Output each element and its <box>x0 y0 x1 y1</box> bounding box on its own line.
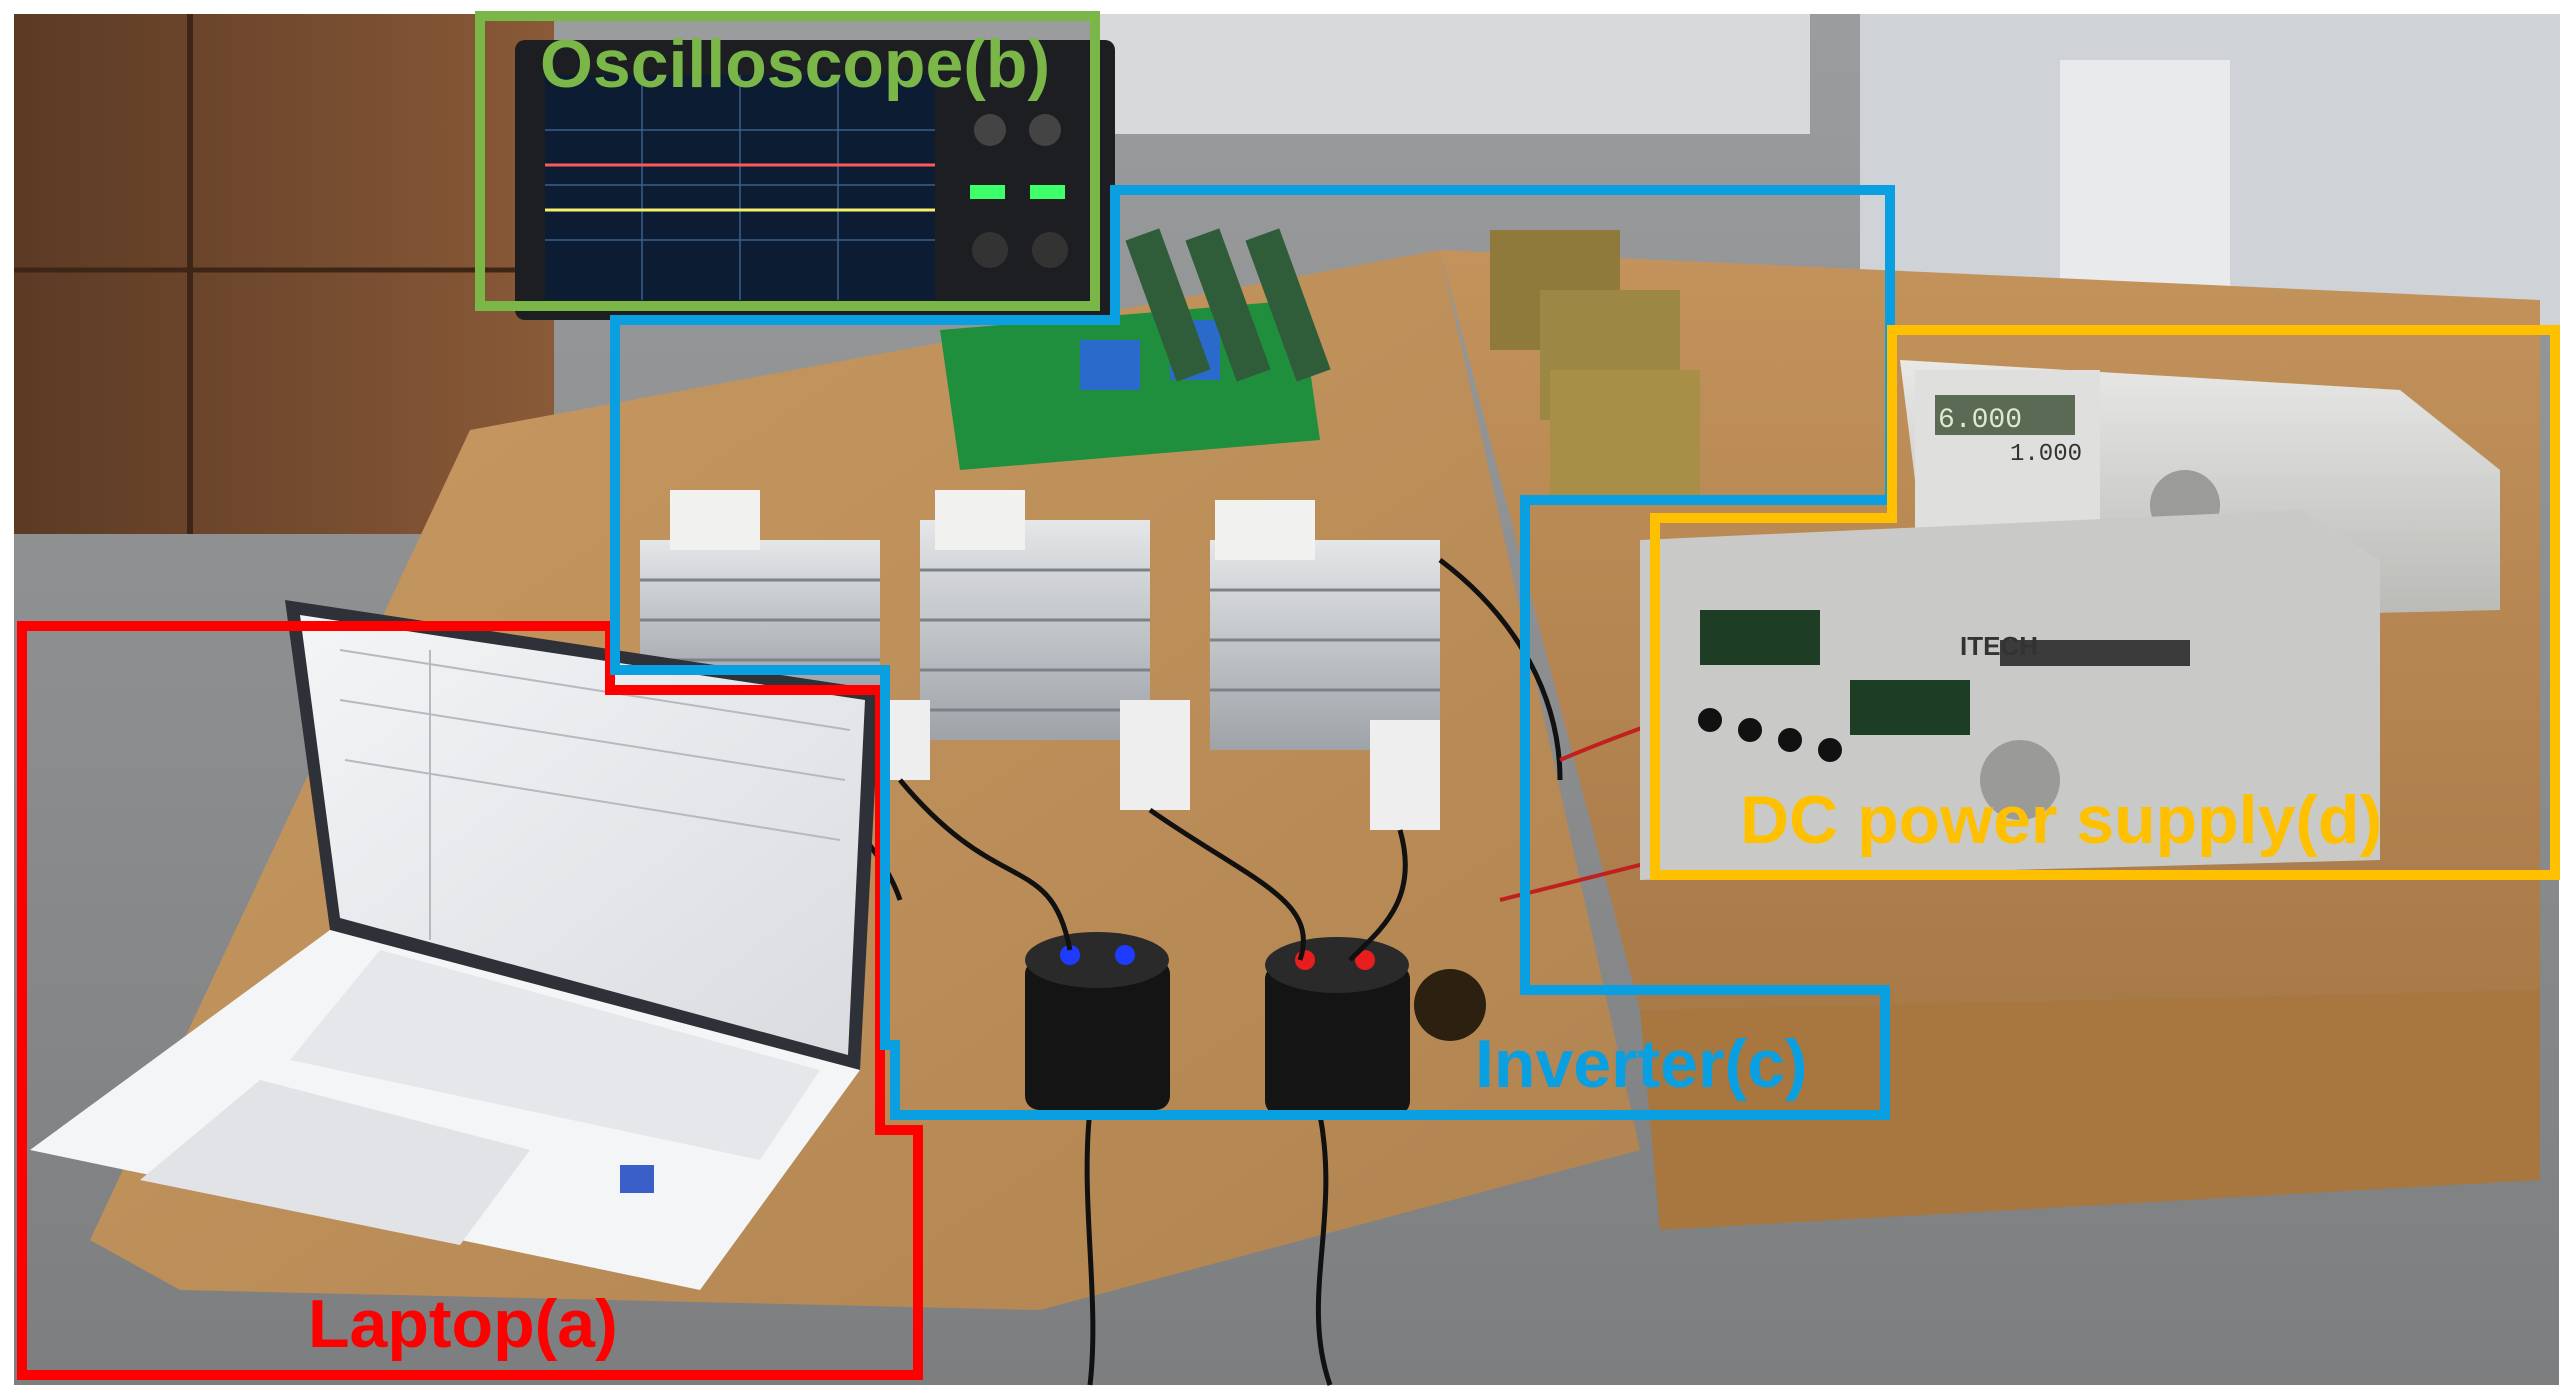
current-sensors <box>890 700 1440 830</box>
oscilloscope-box <box>475 11 1100 311</box>
laptop-keyboard-deck <box>30 930 860 1290</box>
inverter-box <box>610 185 1895 1120</box>
laptop-screen <box>300 615 865 1055</box>
psu-voltage-readout: 6.000 <box>1938 405 2022 436</box>
transformers <box>1490 230 1700 500</box>
laptop <box>30 600 880 1290</box>
back-table <box>1090 14 1810 134</box>
oscilloscope-label: Oscilloscope(b) <box>540 26 1051 102</box>
dc-power-supply: ITECH 6.000 1.000 <box>1640 360 2500 880</box>
dc-link-capacitors <box>1025 932 1486 1115</box>
psu-brand-text: ITECH <box>1960 631 2038 661</box>
psu-current-readout: 1.000 <box>2010 441 2082 468</box>
laptop-label: Laptop(a) <box>308 1286 618 1362</box>
inverter-label: Inverter(c) <box>1475 1026 1808 1102</box>
dc-power-supply-label: DC power supply(d) <box>1740 782 2383 858</box>
oscilloscope <box>515 40 1115 320</box>
resistors <box>1125 228 1331 382</box>
dc-power-supply-box <box>1650 325 2560 880</box>
control-board <box>940 300 1320 470</box>
